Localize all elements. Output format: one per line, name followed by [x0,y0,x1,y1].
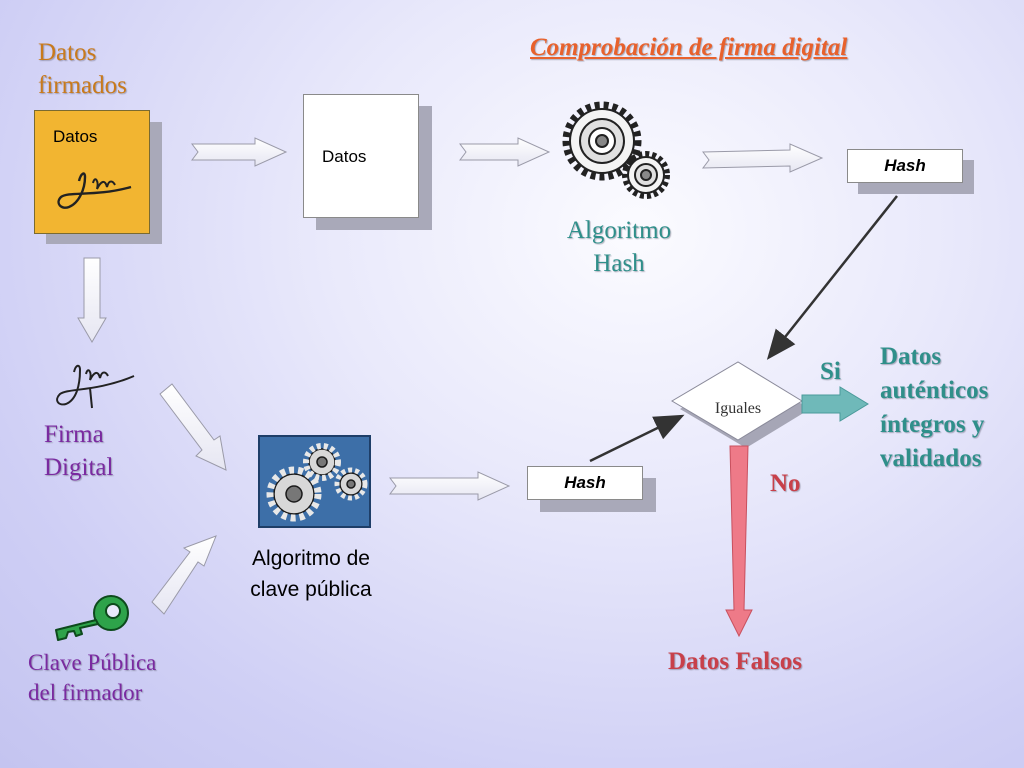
label-datos-autenticos: Datos auténticos íntegros y validados [880,343,989,472]
hash-bottom-label: Hash [564,473,606,492]
label-datos-firmados: Datos firmados [38,39,127,99]
si-arrow [801,386,869,422]
flow-arrow-4 [389,471,511,501]
line-hash-top-to-decision [766,195,898,360]
signature-icon [57,172,132,209]
flow-arrow-diag-up [151,535,217,615]
gears-panel-icon [258,435,371,528]
hash-top-box: Hash [847,149,963,183]
line-hash-bottom-to-decision [589,414,685,463]
label-algoritmo-clave: Algoritmo de clave pública [250,547,372,601]
hash-bottom-box: Hash [527,466,643,500]
label-no: No [770,470,801,497]
data-doc-label: Datos [322,147,367,166]
signed-doc-label: Datos [53,127,98,146]
no-arrow [725,445,753,638]
hash-top-label: Hash [884,156,926,175]
flow-arrow-2 [459,137,551,167]
label-algoritmo-hash: Algoritmo Hash [566,217,672,277]
key-icon [55,595,129,641]
decision-label: Iguales [714,400,762,417]
flow-arrow-1 [191,137,288,167]
flow-arrow-3 [701,143,824,173]
label-datos-falsos: Datos Falsos [668,648,803,675]
flow-arrow-down [77,257,107,343]
signed-document: Datos [34,110,150,234]
label-firma-digital: Firma Digital [44,421,114,481]
page-title: Comprobación de firma digital [530,34,848,61]
label-clave-publica: Clave Pública del firmador [28,650,157,705]
label-si: Si [820,358,841,385]
gears-icon [562,101,670,199]
data-document: Datos [303,94,419,218]
flow-arrow-diag-down [159,383,227,471]
signature-icon [56,364,135,409]
